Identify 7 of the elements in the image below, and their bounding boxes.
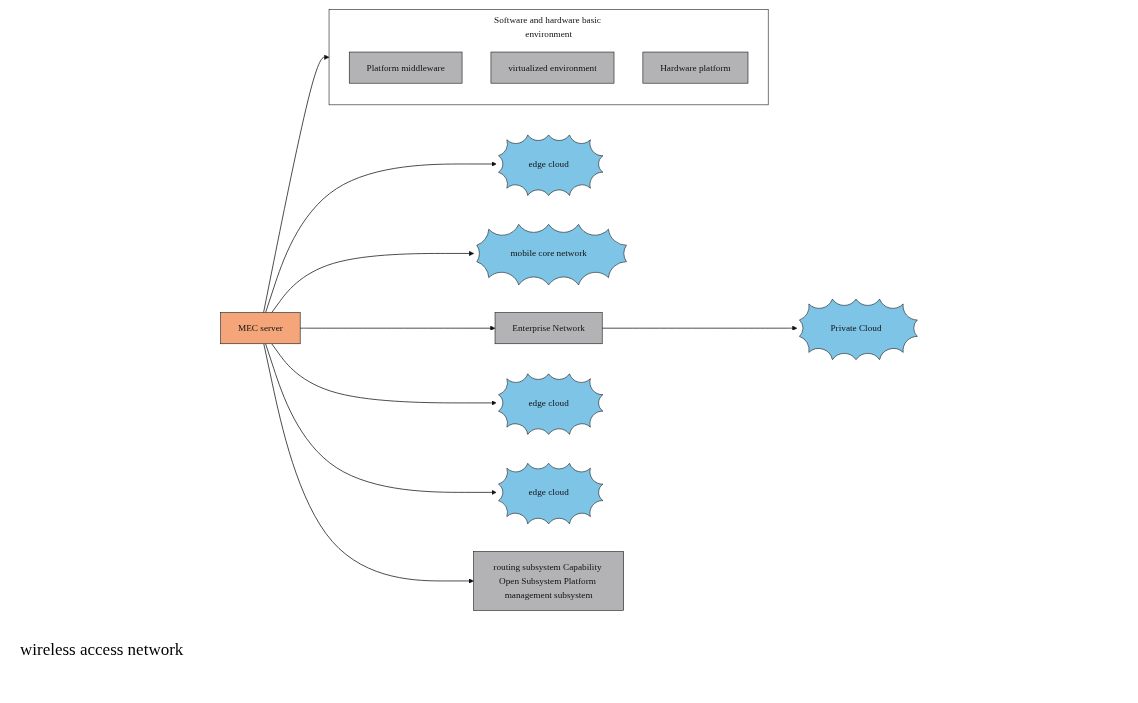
node-box: Platform middleware	[348, 51, 463, 84]
node-box: Hardware platform	[642, 51, 749, 84]
node-box: routing subsystem Capability Open Subsystem Platform management subsystem	[473, 551, 624, 611]
node-box: virtualized environment	[490, 51, 615, 84]
network-label: wireless access network	[20, 640, 184, 660]
node-box: MEC server	[220, 312, 301, 345]
node-box: Enterprise Network	[494, 312, 603, 345]
